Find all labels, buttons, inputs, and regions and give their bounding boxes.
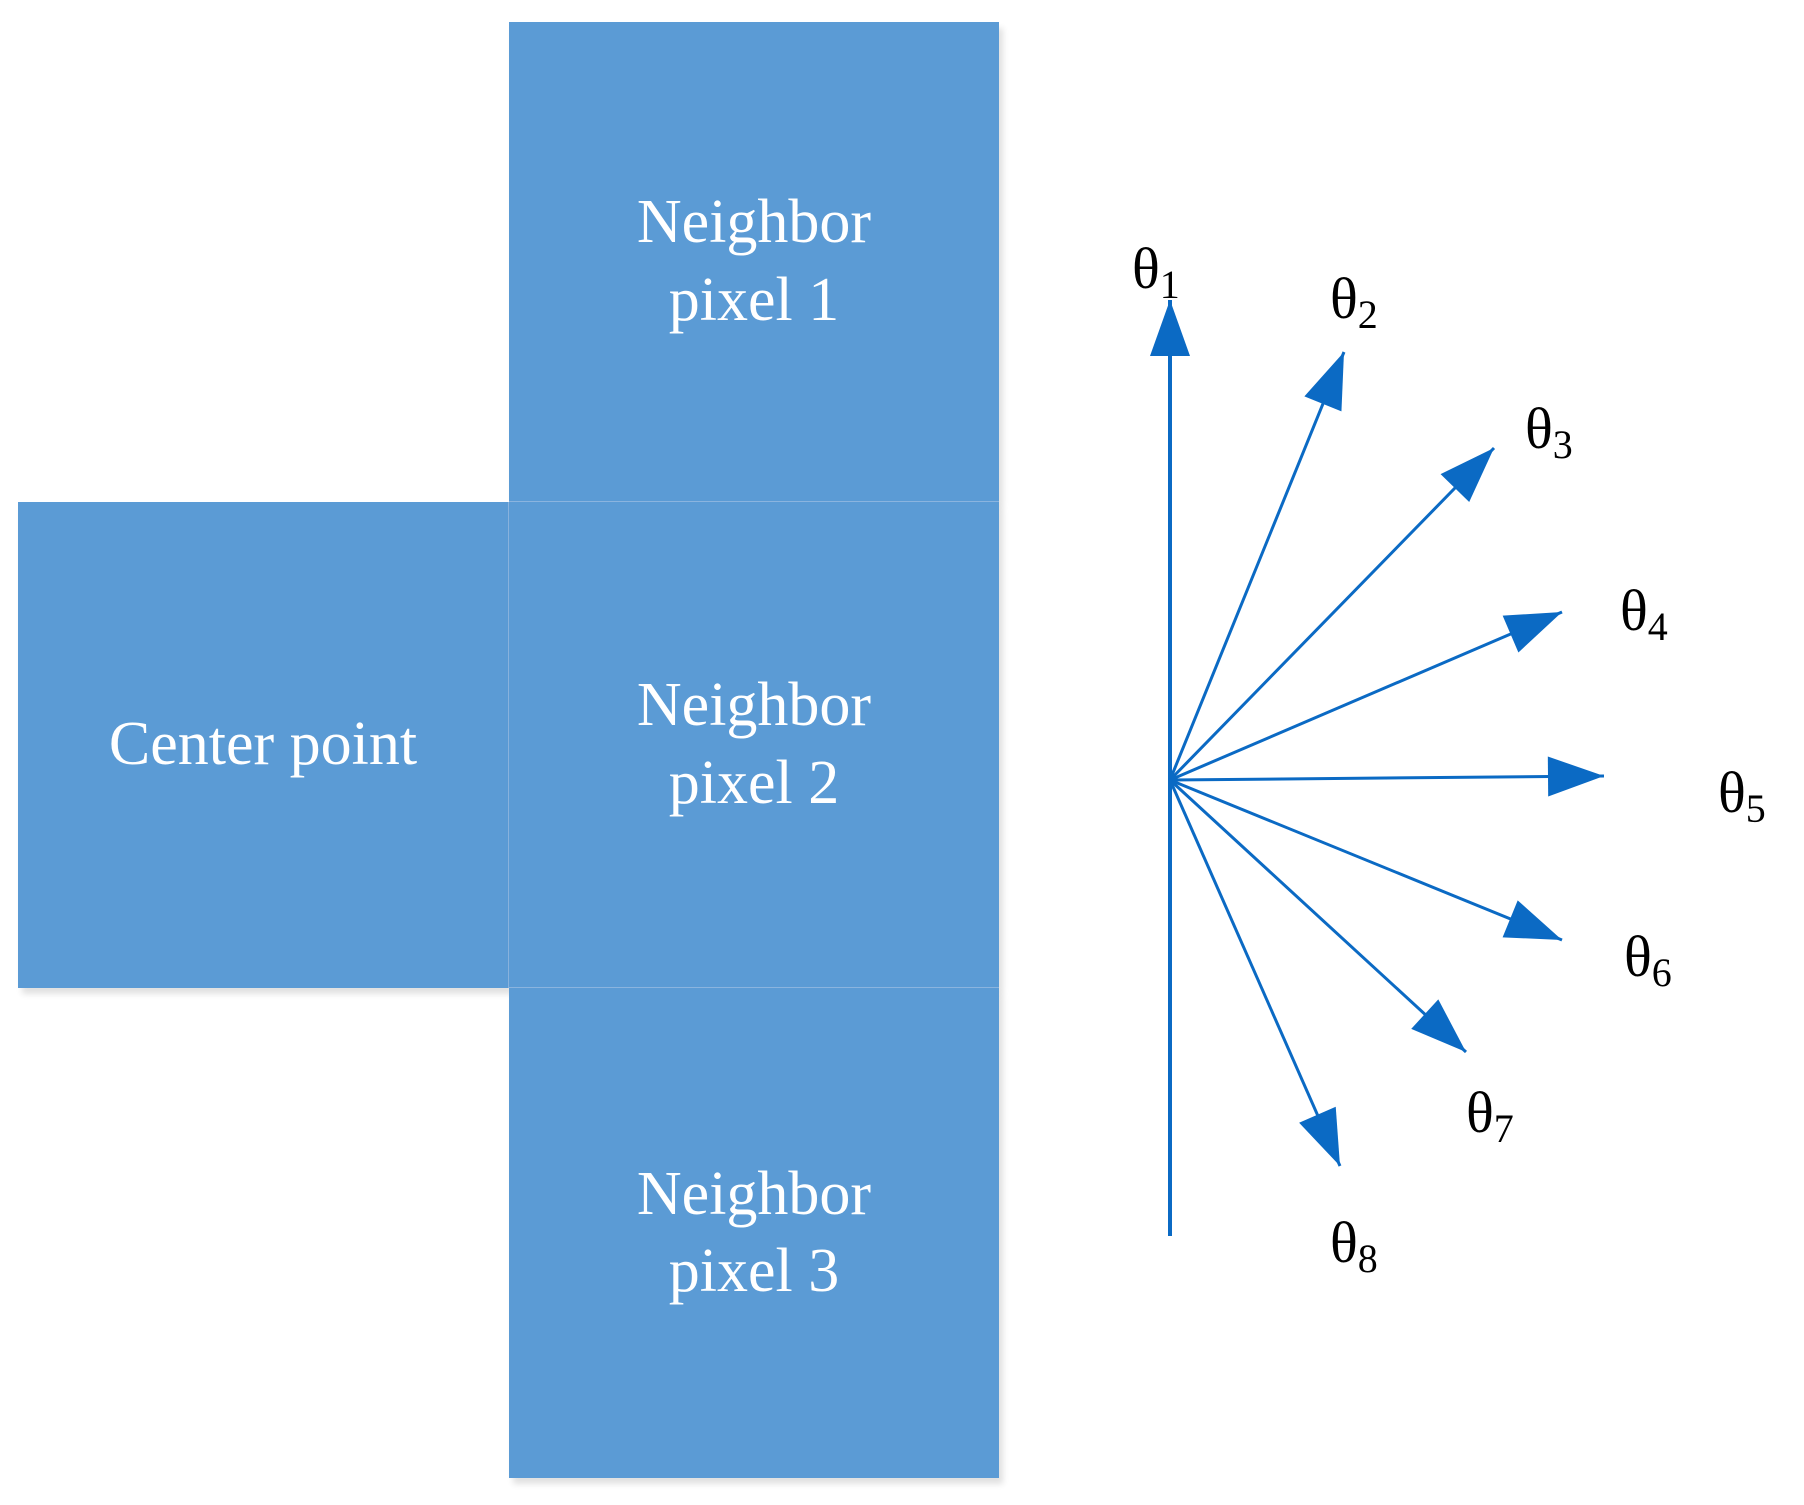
theta-2-label: θ2 <box>1330 266 1378 337</box>
arrowhead-theta-8 <box>1299 1106 1340 1166</box>
theta-subscript: 8 <box>1358 1236 1378 1281</box>
neighbor-pixel-2-line1: Neighbor <box>636 671 872 739</box>
neighbor-pixel-3-cell: Neighbor pixel 3 <box>509 988 999 1478</box>
theta-8-label: θ8 <box>1330 1210 1378 1281</box>
theta-symbol: θ <box>1132 236 1160 301</box>
arrowhead-theta-3 <box>1440 448 1494 503</box>
theta-7-label: θ7 <box>1466 1080 1514 1151</box>
direction-arrow-theta-2 <box>1168 351 1346 781</box>
direction-arrow-theta-5 <box>1169 774 1605 782</box>
direction-arrow-theta-7 <box>1168 778 1468 1054</box>
theta-subscript: 2 <box>1358 292 1378 337</box>
neighbor-pixel-3-line2: pixel 3 <box>668 1237 840 1305</box>
arrowhead-theta-2 <box>1304 352 1344 412</box>
neighbor-pixel-1-line2: pixel 1 <box>668 265 840 334</box>
theta-subscript: 4 <box>1648 604 1668 649</box>
theta-symbol: θ <box>1718 760 1746 825</box>
theta-subscript: 6 <box>1652 950 1672 995</box>
neighbor-pixel-1-cell: Neighbor pixel 1 <box>509 22 999 502</box>
neighbor-pixel-2-line2: pixel 2 <box>668 748 840 817</box>
center-point-cell: Center point <box>18 502 509 988</box>
center-point-label: Center point <box>108 710 418 779</box>
theta-symbol: θ <box>1620 578 1648 643</box>
arrowhead-theta-6 <box>1502 900 1562 940</box>
theta-3-label: θ3 <box>1525 396 1573 467</box>
direction-arrow-theta-8 <box>1168 779 1342 1167</box>
direction-arrow-theta-4 <box>1169 610 1563 782</box>
theta-symbol: θ <box>1525 396 1553 461</box>
arrows-layer <box>1150 300 1605 1236</box>
theta-4-label: θ4 <box>1620 578 1668 649</box>
theta-subscript: 3 <box>1553 422 1573 467</box>
theta-6-label: θ6 <box>1624 924 1672 995</box>
theta-subscript: 1 <box>1160 262 1180 307</box>
theta-symbol: θ <box>1466 1080 1494 1145</box>
neighbor-pixel-3-line1: Neighbor <box>636 1159 872 1228</box>
theta-subscript: 5 <box>1746 786 1766 831</box>
theta-symbol: θ <box>1330 266 1358 331</box>
theta-subscript: 7 <box>1494 1106 1514 1151</box>
theta-symbol: θ <box>1624 924 1652 989</box>
arrowhead-theta-7 <box>1411 999 1466 1052</box>
arrowhead-theta-5 <box>1547 756 1604 797</box>
theta-1-label: θ1 <box>1132 236 1180 307</box>
arrowhead-theta-1 <box>1150 300 1190 356</box>
direction-arrow-theta-3 <box>1168 446 1496 782</box>
neighbor-pixel-2-cell: Neighbor pixel 2 <box>509 502 999 988</box>
neighbor-pixel-1-line1: Neighbor <box>636 188 872 256</box>
theta-symbol: θ <box>1330 1210 1358 1275</box>
arrowhead-theta-4 <box>1502 612 1562 653</box>
theta-5-label: θ5 <box>1718 760 1766 831</box>
direction-arrow-theta-6 <box>1169 778 1563 942</box>
